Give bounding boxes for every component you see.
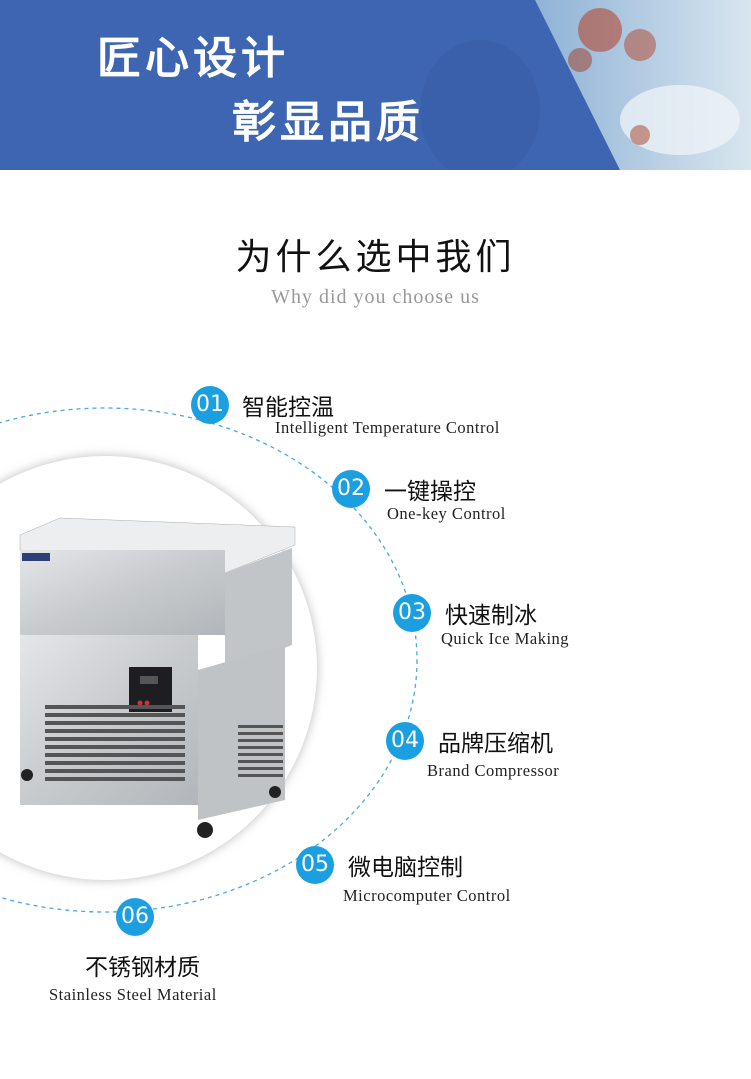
feature-title-en: Stainless Steel Material [49, 985, 217, 1004]
feature-title-zh: 品牌压缩机 [438, 731, 553, 757]
feature-number-badge: 01 [191, 386, 229, 424]
feature-title-en: One-key Control [387, 504, 506, 523]
feature-number-badge: 06 [116, 898, 154, 936]
feature-title-zh: 快速制冰 [445, 603, 537, 629]
section-subtitle: Why did you choose us [271, 286, 480, 308]
dashed-orbit [0, 407, 418, 913]
section-title: 为什么选中我们 [235, 237, 516, 278]
feature-title-zh: 一键操控 [384, 479, 476, 505]
feature-number-badge: 05 [296, 846, 334, 884]
banner-line-2: 彰显品质 [232, 97, 424, 148]
feature-number-badge: 03 [393, 594, 431, 632]
feature-title-zh: 智能控温 [242, 395, 334, 421]
feature-number-badge: 04 [386, 722, 424, 760]
feature-number-badge: 02 [332, 470, 370, 508]
feature-title-en: Intelligent Temperature Control [275, 418, 500, 437]
feature-title-en: Brand Compressor [427, 761, 560, 780]
ice-machine [19, 517, 296, 838]
feature-title-zh: 微电脑控制 [348, 855, 463, 881]
feature-title-en: Quick Ice Making [441, 629, 570, 648]
feature-title-zh: 不锈钢材质 [85, 955, 200, 981]
banner-line-1: 匠心设计 [97, 33, 289, 84]
feature-title-en: Microcomputer Control [343, 886, 511, 905]
hero-banner: 匠心设计 彰显品质 [0, 0, 751, 170]
dessert-photo [420, 0, 751, 170]
